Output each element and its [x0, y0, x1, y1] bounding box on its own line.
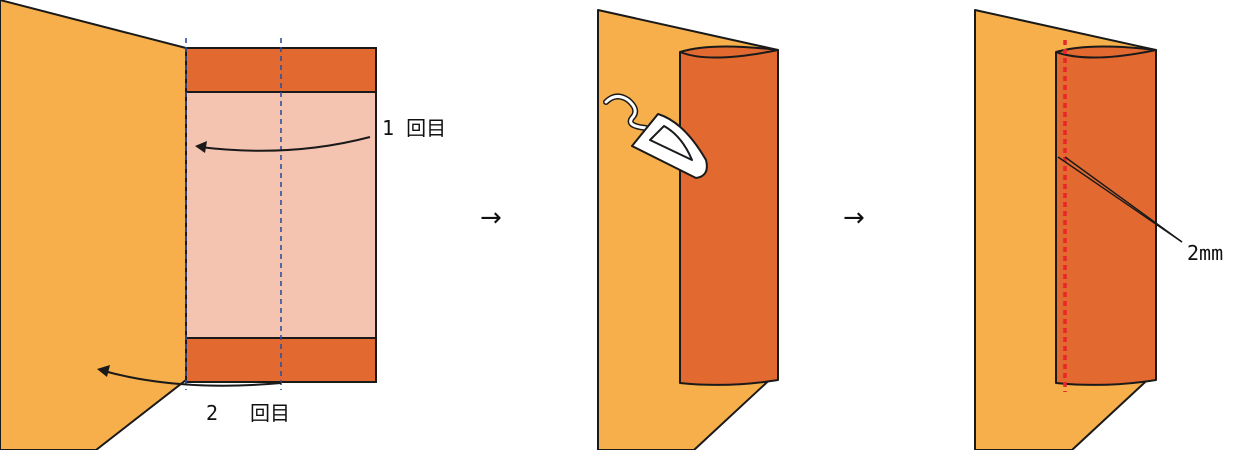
panel-fold-step: 1 回目 2 回目: [0, 0, 446, 450]
second-fold-arrowhead: [97, 365, 110, 377]
panel-stitch-step: 2mm: [974, 9, 1223, 450]
base-fabric-sheet: [0, 0, 187, 450]
first-fold-arrow: [199, 136, 371, 152]
first-fold-label: 1 回目: [382, 116, 446, 140]
iron-cord-inner: [604, 95, 648, 130]
iron-icon: [603, 93, 708, 179]
panel-press-step: [597, 9, 779, 450]
tube-top-edge: [679, 49, 779, 59]
first-fold-arrowhead: [195, 141, 207, 153]
step-arrow-1: →: [480, 203, 502, 233]
margin-leader-line-b: [1064, 156, 1183, 243]
margin-label: 2mm: [1187, 241, 1223, 265]
second-fold-kanji: 回目: [250, 401, 290, 425]
folded-tube: [1055, 45, 1157, 386]
iron-handle: [649, 125, 693, 161]
second-fold-arrow: [103, 370, 282, 387]
tube-top-edge: [1055, 49, 1157, 59]
second-fold-number: 2: [206, 401, 218, 425]
step-arrow-2: →: [843, 203, 865, 233]
folded-tube: [679, 45, 779, 386]
